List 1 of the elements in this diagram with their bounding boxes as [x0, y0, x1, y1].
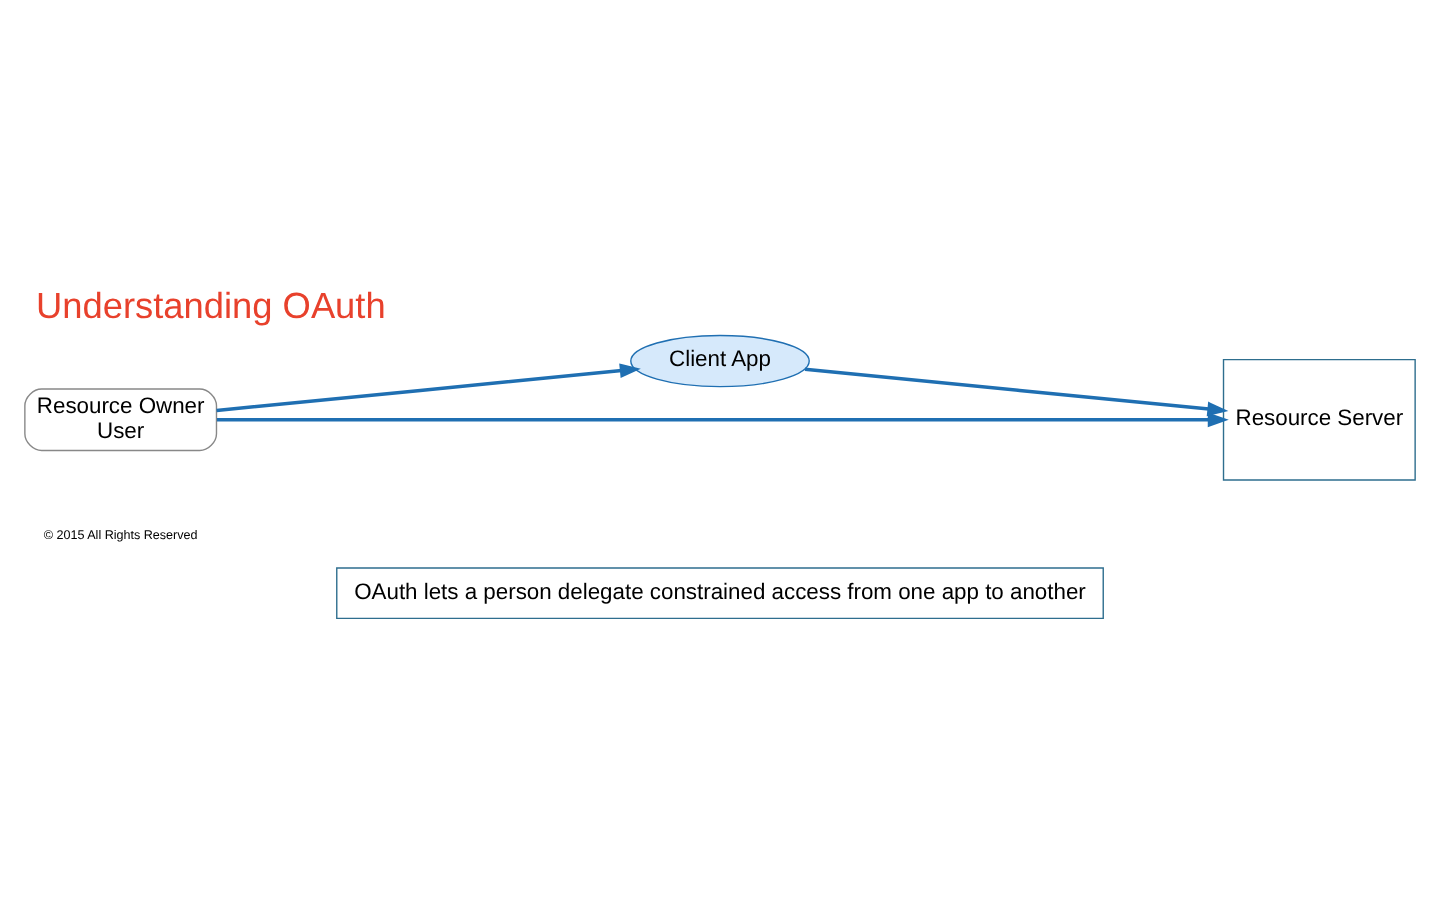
diagram-title: Understanding OAuth: [36, 285, 386, 326]
